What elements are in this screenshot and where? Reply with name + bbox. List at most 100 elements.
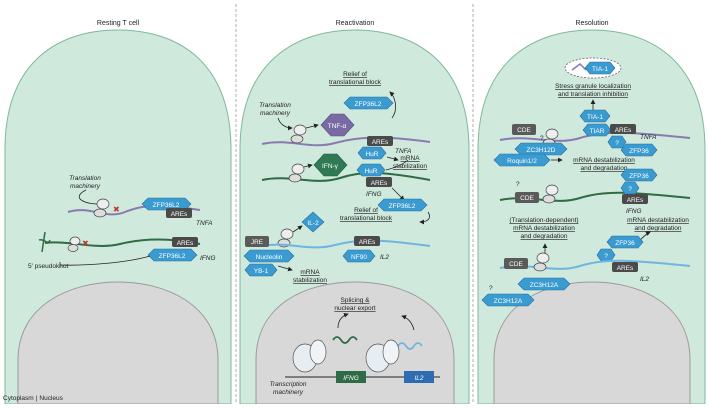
tiar-protein: TIAR: [582, 123, 612, 137]
zfp36l2-protein: ZFP36L2: [343, 96, 394, 110]
ribosome-large: [545, 128, 559, 140]
ribosome-large: [545, 184, 559, 196]
panel-title: Resting T cell: [97, 20, 140, 27]
tnfa-label: TNFA: [640, 134, 657, 141]
svg-text:TIA-1: TIA-1: [592, 66, 608, 73]
zfp36-protein: ZFP36: [606, 235, 644, 249]
zc3h12d-protein: ZC3H12D: [514, 142, 568, 156]
ribosome-small: [67, 244, 79, 252]
svg-text:HuR: HuR: [365, 151, 378, 158]
svg-text:IL-2: IL-2: [307, 220, 319, 227]
yb1-protein: YB-1: [244, 263, 278, 277]
tia1-protein: TIA-1: [584, 61, 616, 75]
zfp36-protein: ZFP36: [620, 143, 658, 157]
ifng-transcript: [332, 336, 358, 344]
svg-text:IFNG: IFNG: [343, 375, 359, 382]
svg-text:TNF-α: TNF-α: [328, 123, 347, 130]
tia1-protein: TIA-1: [579, 109, 611, 123]
ifng-mrna: [261, 171, 431, 182]
svg-text:TIA-1: TIA-1: [587, 114, 603, 121]
svg-text:IFN-γ: IFN-γ: [322, 163, 339, 170]
svg-text:AREs: AREs: [627, 197, 644, 204]
ribosome-large: [291, 163, 305, 175]
ribosome-small: [288, 173, 302, 183]
svg-text:NF90: NF90: [351, 254, 367, 261]
arrow: [401, 314, 415, 331]
block-icon: ✖: [82, 239, 89, 248]
panel-title: Reactivation: [336, 20, 375, 27]
ifng-label: IFNG: [200, 255, 216, 262]
ares-box: AREs: [610, 124, 636, 134]
polymerase: [309, 339, 327, 365]
svg-text:ZFP36L2: ZFP36L2: [389, 203, 416, 210]
ribosome-small: [290, 134, 304, 144]
svg-text:YB-1: YB-1: [254, 268, 269, 275]
arrow: [303, 163, 313, 169]
svg-text:AREs: AREs: [171, 211, 188, 218]
svg-text:ZFP36: ZFP36: [615, 240, 635, 247]
tnfa-label: TNFA: [395, 148, 412, 155]
ribosome-small: [533, 262, 547, 272]
svg-text:CDE: CDE: [520, 195, 534, 202]
hur-protein: HuR: [356, 163, 386, 177]
pseudoknot-label: 5′ pseudoknot: [28, 263, 68, 270]
zfp36l2-protein: ZFP36L2: [377, 198, 428, 212]
svg-text:IL2: IL2: [414, 375, 423, 382]
svg-text:ZC3H12A: ZC3H12A: [530, 282, 559, 289]
nucleus: [493, 281, 691, 405]
svg-text:CDE: CDE: [509, 261, 523, 268]
block-icon: ✖: [113, 205, 120, 214]
unknown-factor: ?: [620, 181, 640, 195]
gene-ifng: IFNG: [336, 371, 366, 383]
svg-text:AREs: AREs: [615, 127, 632, 134]
svg-text:?: ?: [628, 186, 632, 193]
il2-transcript: [397, 342, 423, 350]
translation-dependent-label: (Translation-dependent)mRNA destabilizat…: [509, 217, 578, 240]
unknown-factor: ?: [607, 135, 627, 149]
ares-box: AREs: [172, 237, 198, 247]
ares-box: AREs: [612, 262, 638, 272]
ribosome-large: [69, 236, 81, 246]
panel-title: Resolution: [575, 20, 608, 27]
svg-text:ZC3H12D: ZC3H12D: [527, 147, 556, 154]
svg-text:HuR: HuR: [364, 168, 377, 175]
polymerase: [382, 339, 400, 365]
arrow: [419, 211, 430, 225]
svg-text:ZFP36L2: ZFP36L2: [153, 202, 180, 209]
svg-text:?: ?: [604, 253, 608, 260]
il2-label: IL2: [640, 276, 649, 283]
compartment-labels: Cytoplasm|Nucleus: [3, 395, 64, 402]
svg-text:Roquin1/2: Roquin1/2: [507, 158, 537, 165]
jre-box: JRE: [245, 236, 269, 247]
tnfa-mrna: [499, 131, 691, 142]
svg-text:ZFP36: ZFP36: [629, 148, 649, 155]
unknown-mark: ?: [516, 181, 520, 188]
ribosome-large: [293, 124, 307, 136]
granule-mrna: [571, 63, 587, 71]
ribosome-large: [536, 252, 550, 264]
ribosome-small: [93, 208, 107, 218]
svg-text:ZFP36L2: ZFP36L2: [355, 101, 382, 108]
ares-box: AREs: [166, 208, 192, 218]
tnfa-mrna: [261, 136, 431, 147]
cde-box: CDE: [515, 192, 539, 203]
arrow: [277, 265, 293, 272]
nucleus: [17, 281, 219, 405]
zc3h12a-protein: ZC3H12A: [517, 277, 571, 291]
ares-box: AREs: [354, 236, 380, 246]
arrow: [277, 117, 293, 131]
zfp36-protein: ZFP36: [620, 168, 658, 182]
